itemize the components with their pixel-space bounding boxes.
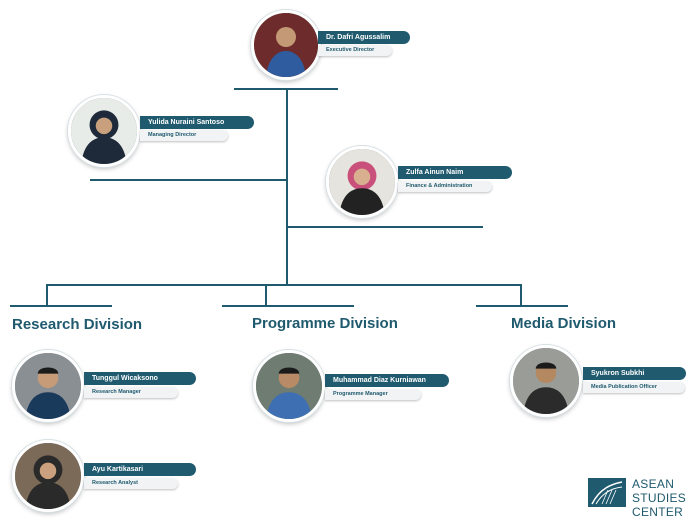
connector-managing-branch <box>90 179 287 181</box>
person-photo-icon <box>254 13 318 77</box>
connector-research-drop <box>46 284 48 306</box>
person-photo-icon <box>513 348 579 414</box>
connector-divisions-bus <box>46 284 522 286</box>
avatar <box>12 440 84 512</box>
connector-media-underline <box>476 305 568 307</box>
logo-text-line1: ASEAN <box>632 477 675 491</box>
asean-studies-center-logo: ASEAN STUDIES CENTER <box>588 476 686 518</box>
avatar <box>251 10 321 80</box>
avatar <box>510 345 582 417</box>
name-label: Ayu Kartikasari <box>84 463 196 476</box>
name-label: Syukron Subkhi <box>583 367 686 380</box>
connector-programme-drop <box>265 284 267 306</box>
connector-media-drop <box>520 284 522 306</box>
role-label: Finance & Administration <box>398 181 492 192</box>
connector-programme-underline <box>222 305 354 307</box>
role-label: Media Publication Officer <box>583 382 685 393</box>
connector-finance-branch <box>287 226 483 228</box>
name-label: Dr. Dafri Agussalim <box>318 31 410 44</box>
person-photo-icon <box>15 353 81 419</box>
person-photo-icon <box>329 149 395 215</box>
logo-text-line2: STUDIES <box>632 491 686 505</box>
person-photo-icon <box>71 98 137 164</box>
role-label: Managing Director <box>140 130 228 141</box>
division-title-programme: Programme Division <box>252 315 398 332</box>
name-label: Muhammad Diaz Kurniawan <box>325 374 449 387</box>
avatar <box>12 350 84 422</box>
name-label: Yulida Nuraini Santoso <box>140 116 254 129</box>
asean-studies-center-logo-icon <box>588 478 626 507</box>
connector-research-underline <box>10 305 112 307</box>
connector-director-underline <box>234 88 338 90</box>
avatar <box>68 95 140 167</box>
division-title-media: Media Division <box>511 315 617 332</box>
role-label: Research Manager <box>84 387 178 398</box>
avatar <box>326 146 398 218</box>
person-photo-icon <box>256 353 322 419</box>
avatar <box>253 350 325 422</box>
role-label: Research Analyst <box>84 478 178 489</box>
division-title-research: Research Division <box>12 316 143 333</box>
role-label: Executive Director <box>318 45 392 56</box>
person-photo-icon <box>15 443 81 509</box>
connector-director-drop <box>286 89 288 285</box>
role-label: Programme Manager <box>325 389 421 400</box>
name-label: Zulfa Ainun Naim <box>398 166 512 179</box>
name-label: Tunggul Wicaksono <box>84 372 196 385</box>
logo-text-line3: CENTER <box>632 505 684 519</box>
